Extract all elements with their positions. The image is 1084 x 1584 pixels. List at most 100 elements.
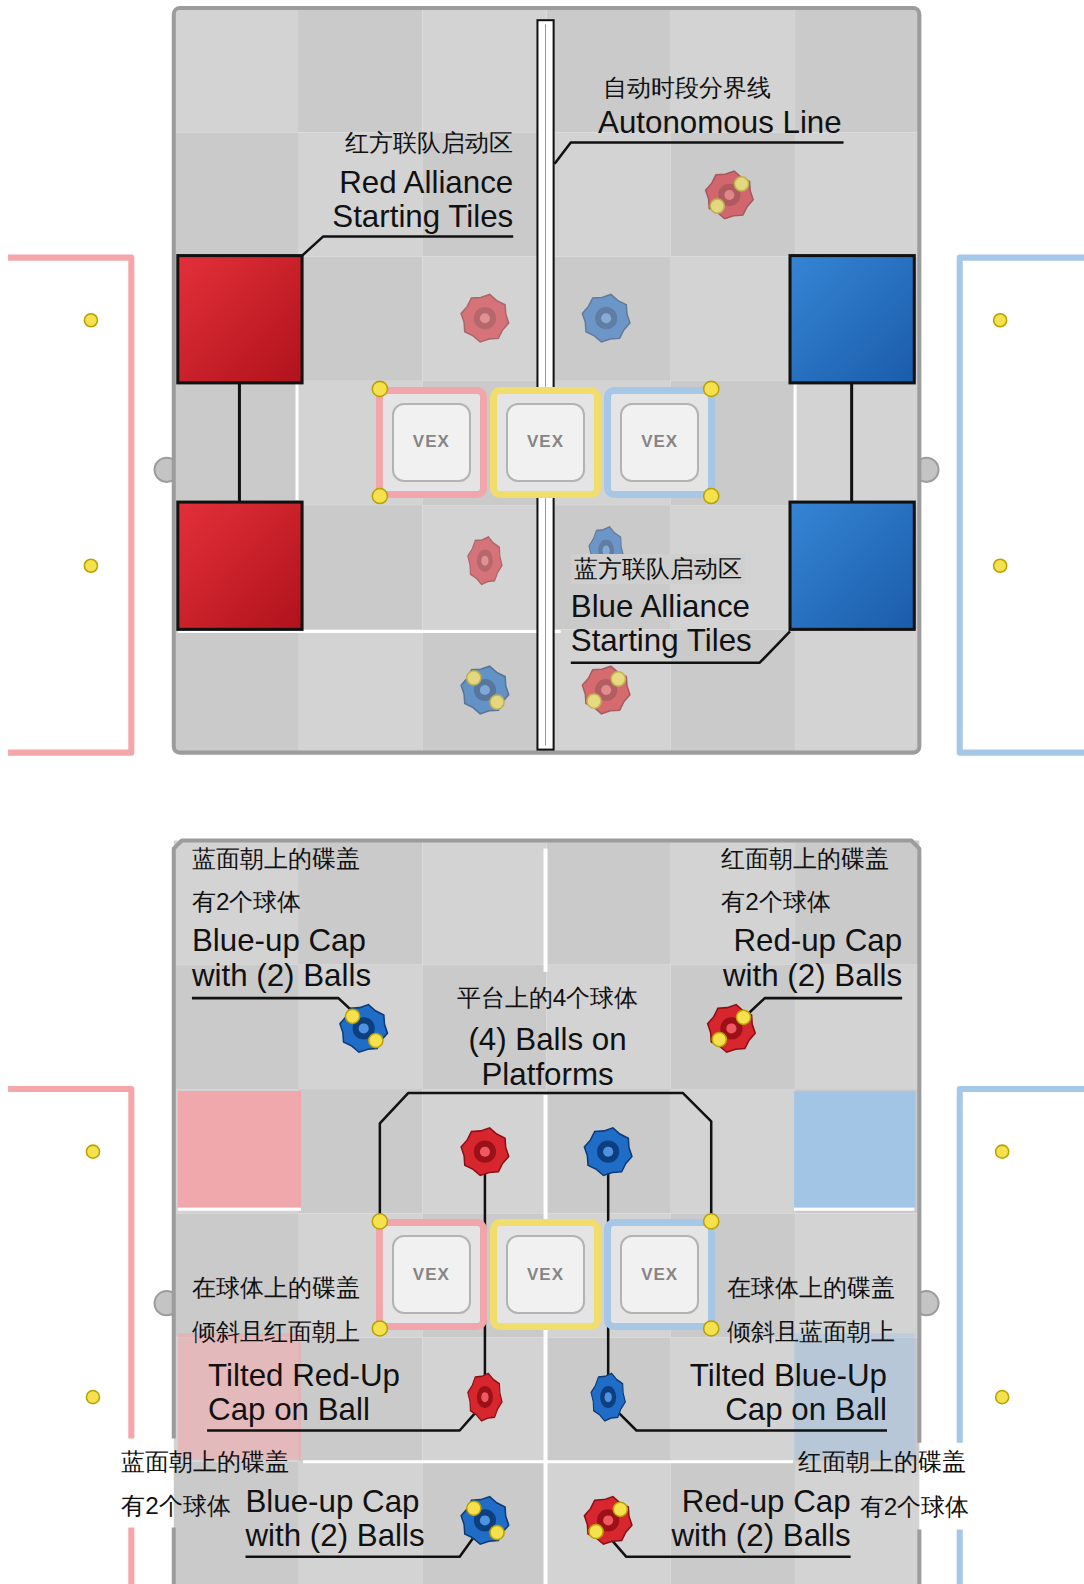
red-station — [128, 1528, 134, 1584]
callout-label: 红面朝上的碟盖 — [798, 1447, 966, 1477]
cap — [584, 1128, 632, 1176]
callout-label: 蓝面朝上的碟盖 有2个球体 — [192, 837, 360, 924]
ball — [346, 1009, 360, 1023]
text-line: Tilted Red-Up — [208, 1359, 400, 1393]
floor-tile — [298, 8, 422, 132]
tile-link — [238, 382, 241, 502]
floor-tile — [671, 1089, 795, 1213]
station-light — [84, 314, 97, 327]
starting-tile — [178, 256, 302, 383]
cap-center — [480, 1515, 490, 1525]
cap-body — [706, 171, 754, 219]
blue-station — [960, 1089, 1084, 1443]
red-station — [8, 1089, 131, 1439]
floor-tile — [671, 257, 795, 381]
ball — [611, 672, 625, 686]
starting-tile — [790, 256, 914, 383]
blue-station — [960, 258, 1084, 753]
floor-tile — [547, 1462, 671, 1584]
text-line: 倾斜且蓝面朝上 — [727, 1310, 895, 1353]
text-line: Blue-up Cap — [245, 1485, 424, 1519]
tape-line — [794, 384, 797, 500]
floor-tile — [795, 132, 919, 256]
station-light — [994, 314, 1007, 327]
tape-line — [303, 1460, 793, 1463]
logo-text: VEX — [641, 1265, 678, 1285]
cap — [461, 1128, 509, 1176]
cap-body — [468, 1373, 502, 1421]
cap-body — [584, 1497, 632, 1545]
text-line: 在球体上的碟盖 — [192, 1266, 360, 1309]
tape-line — [295, 384, 298, 500]
cap-center — [726, 1023, 736, 1033]
ball — [613, 1502, 627, 1516]
floor-tile — [298, 257, 422, 381]
cap-center — [601, 685, 611, 695]
text-line: 蓝面朝上的碟盖 — [121, 1440, 289, 1483]
floor-tile — [298, 505, 422, 629]
logo-text: VEX — [413, 432, 450, 452]
callout-label: 红面朝上的碟盖 有2个球体 — [721, 837, 889, 924]
floor-tile — [422, 841, 546, 965]
ball — [589, 1524, 603, 1538]
text-line: Red Alliance — [332, 166, 513, 200]
text-line: with (2) Balls — [245, 1519, 424, 1553]
cap-body — [582, 666, 630, 714]
text-line: 红面朝上的碟盖 — [721, 837, 889, 880]
text-line: 倾斜且红面朝上 — [192, 1310, 360, 1353]
text-line: (4) Balls on — [468, 1023, 626, 1057]
cap-rim — [461, 1497, 509, 1545]
station-light — [996, 1391, 1009, 1404]
platform-ball-layer — [372, 381, 719, 1336]
tilted-cap — [591, 1373, 625, 1421]
cap-with-balls — [708, 1005, 756, 1053]
callout-label: Blue Alliance Starting Tiles — [571, 590, 752, 659]
ball — [490, 1525, 504, 1539]
logo-text: VEX — [527, 432, 564, 452]
platform: VEX — [490, 387, 601, 498]
floor-tile — [174, 8, 298, 132]
text-line: with (2) Balls — [723, 959, 902, 993]
cap-body — [461, 1128, 509, 1176]
starting-tile — [178, 502, 302, 629]
floor-tile — [298, 1089, 422, 1213]
text-line: with (2) Balls — [671, 1519, 850, 1553]
platform: VEX — [604, 1219, 715, 1330]
callout-label: Autonomous Line — [598, 106, 842, 140]
platform: VEX — [490, 1219, 601, 1330]
callout-label: 有2个球体 — [860, 1492, 969, 1522]
station-light — [86, 1391, 99, 1404]
platform: VEX — [604, 387, 715, 498]
floor-tile — [174, 629, 298, 752]
callout-label: Blue-up Cap with (2) Balls — [192, 924, 371, 993]
bracket-line — [380, 1093, 711, 1221]
ball — [490, 695, 504, 709]
text-line: Cap on Ball — [208, 1393, 400, 1427]
floor-tile — [422, 1462, 546, 1584]
logo-text: VEX — [641, 432, 678, 452]
cap-hub — [595, 307, 617, 329]
station-light — [84, 559, 97, 572]
cap-rim — [468, 1373, 502, 1421]
cap-body — [582, 294, 630, 342]
field-frame — [174, 8, 920, 753]
cap-center — [601, 313, 611, 323]
cap — [582, 294, 630, 342]
field-frame — [917, 1530, 921, 1584]
text-line: Blue-up Cap — [192, 924, 371, 958]
starting-tile — [790, 502, 914, 629]
starting-tile-faded — [178, 1091, 301, 1207]
text-line: Blue Alliance — [571, 590, 752, 624]
cap-with-balls — [461, 1497, 509, 1545]
cap-rim — [706, 171, 754, 219]
floor-tile — [795, 629, 919, 752]
cap-body — [461, 666, 509, 714]
ball — [734, 177, 748, 191]
tape-line — [794, 1208, 914, 1211]
cap-body — [708, 1005, 756, 1053]
cap-center — [481, 556, 488, 566]
platform: VEX — [376, 1219, 487, 1330]
cap-rim — [340, 1005, 388, 1053]
